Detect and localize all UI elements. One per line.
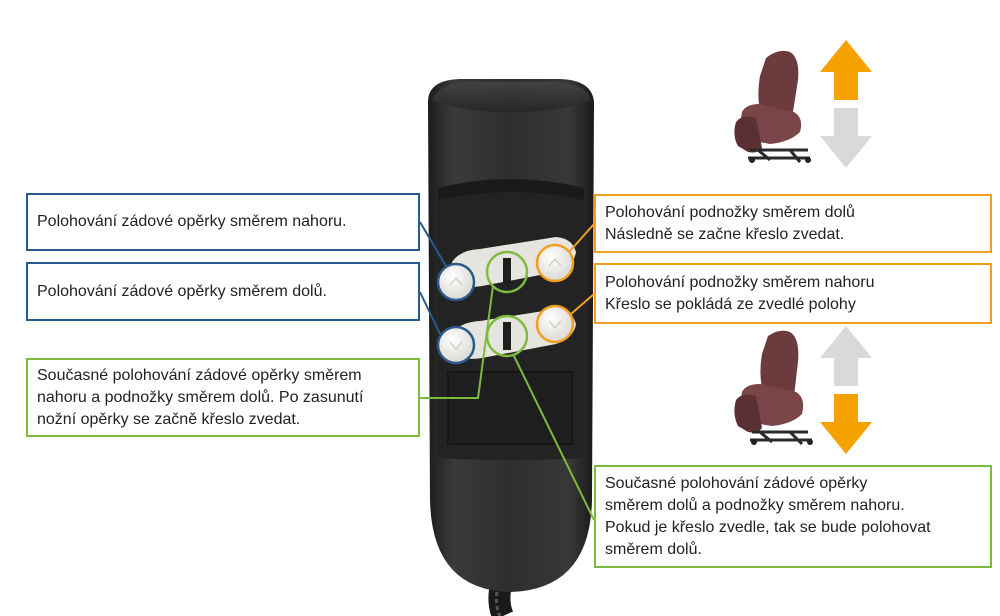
chair-back <box>760 330 799 401</box>
remote-top-cap <box>432 82 590 112</box>
remote-cable <box>488 588 514 616</box>
arrow-up-active <box>820 40 872 100</box>
remote-lower-recess <box>447 371 573 445</box>
connector-both-down <box>512 353 595 521</box>
chair-wheel <box>751 439 757 445</box>
back-down-button <box>436 325 476 365</box>
connector-foot-up <box>570 293 595 315</box>
remote-cable-highlight <box>494 591 502 616</box>
callout-both-down: Současné polohování zádové opěrky směrem… <box>594 465 992 568</box>
callout-line: Křeslo se pokládá ze zvedlé polohy <box>605 295 856 313</box>
callout-line: Následně se začne křeslo zvedat. <box>605 225 845 243</box>
foot-down-button <box>535 243 575 283</box>
chair-arm <box>734 116 762 153</box>
callout-both-up: Současné polohování zádové opěrky směrem… <box>26 358 420 437</box>
chevron-icon <box>449 341 463 350</box>
callout-line: nahoru a podnožky směrem dolů. Po zasunu… <box>37 388 364 406</box>
chevron-icon <box>548 258 562 267</box>
callout-line: Současné polohování zádové opěrky směrem <box>37 366 362 384</box>
lift-chair-raised-icon <box>734 50 811 163</box>
chair-wheel <box>749 157 755 163</box>
chair-wheel <box>805 157 811 163</box>
arrow-down-active <box>820 394 872 454</box>
callout-back-up: Polohování zádové opěrky směrem nahoru. <box>26 193 420 251</box>
lift-chair-lowered-icon <box>734 330 813 446</box>
callout-line: směrem dolů. <box>605 540 702 558</box>
chevron-icon <box>449 277 463 286</box>
chair-back <box>758 50 799 123</box>
arrow-down-icon <box>820 108 872 168</box>
callout-line: Polohování podnožky směrem nahoru <box>605 273 875 291</box>
arrow-down-icon <box>820 394 872 454</box>
arrow-up-icon <box>820 326 872 386</box>
callout-line: Polohování zádové opěrky směrem dolů. <box>37 282 327 300</box>
foot-up-button <box>535 304 575 344</box>
callout-foot-down: Polohování podnožky směrem dolů Následně… <box>594 194 992 253</box>
callout-line: Polohování podnožky směrem dolů <box>605 203 855 221</box>
remote-panel-top-curve <box>438 179 584 200</box>
chair-frame <box>748 148 810 163</box>
callout-line: Pokud je křeslo zvedle, tak se bude polo… <box>605 518 931 536</box>
callout-back-down: Polohování zádové opěrky směrem dolů. <box>26 262 420 321</box>
callout-line: nožní opěrky se začně křeslo zvedat. <box>37 410 301 428</box>
connector-both-up <box>420 285 494 399</box>
callout-line: Polohování zádové opěrky směrem nahoru. <box>37 213 347 230</box>
callout-line: Současné polohování zádové opěrky <box>605 474 868 492</box>
connector-back-down <box>419 291 441 335</box>
chair-wheel <box>807 439 813 445</box>
connector-back-up <box>419 221 447 267</box>
connector-foot-down <box>569 223 595 252</box>
callout-line: směrem dolů a podnožky směrem nahoru. <box>605 496 905 514</box>
arrow-up-icon <box>820 40 872 100</box>
back-up-button <box>436 262 476 302</box>
chevron-icon <box>548 320 562 329</box>
hand-controller-icon <box>428 79 594 592</box>
chair-frame <box>750 430 812 446</box>
both-up-button-slot <box>503 258 511 286</box>
callout-foot-up: Polohování podnožky směrem nahoru Křeslo… <box>594 263 992 324</box>
chair-arm <box>734 394 762 433</box>
both-down-button-slot <box>503 322 511 350</box>
arrow-up-inactive <box>820 326 872 386</box>
arrow-down-inactive <box>820 108 872 168</box>
both-up-button <box>485 250 529 294</box>
